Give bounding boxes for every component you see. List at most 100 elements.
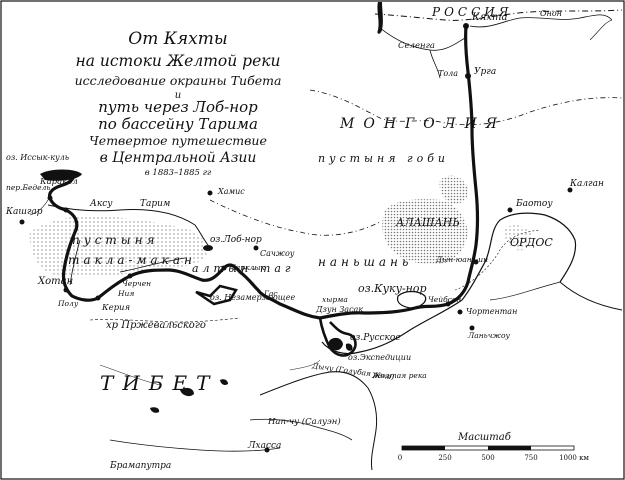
label-bedel: пер.Бедель	[6, 183, 50, 192]
title-line-8: в Центральной Азии	[100, 150, 257, 166]
label-selenga: Селенга	[398, 41, 435, 51]
label-kalgan: Калган	[569, 179, 604, 189]
label-lobnor: оз.Лоб-нор	[210, 234, 262, 245]
label-dyn-yuan-in: Дын-юань-ин	[435, 255, 488, 264]
label-onon: Онон	[540, 9, 562, 18]
river-yangtze	[259, 371, 378, 471]
city-keriya	[95, 295, 101, 301]
city-kalgan	[567, 187, 573, 193]
label-issykkul: оз. Иссык-куль	[6, 153, 69, 162]
label-nia: Ния	[117, 289, 134, 298]
alashan-desert	[382, 199, 468, 265]
label-russkoe: оз.Русское	[350, 333, 401, 343]
great-wall	[454, 229, 541, 291]
city-urga	[465, 73, 471, 79]
label-ekspedicii: оз.Экспедиции	[348, 353, 411, 362]
scale-bar: Масштаб 0 250 500 750 1000 км	[398, 432, 590, 462]
label-kukunor: оз.Куку-нор	[358, 282, 427, 295]
scale-title: Масштаб	[457, 432, 512, 443]
label-dzun-zasak: Дзун Засак	[315, 305, 363, 314]
city-chortentan	[457, 309, 463, 315]
title-years: в 1883–1885 гг	[145, 168, 212, 178]
city-kashgar	[19, 219, 25, 225]
label-nezamerz: оз. Незамерзающее	[210, 293, 296, 302]
label-taklamakan-2: такла-макан	[68, 253, 196, 267]
label-przhevalsky: хр Пржевальского	[106, 320, 206, 331]
label-khotan: Хотан	[37, 276, 73, 287]
river-ingoda	[589, 19, 613, 41]
lake-tibet-2	[220, 379, 228, 385]
title-line-4: и	[175, 90, 181, 101]
label-brahmaputra: Брамапутра	[109, 461, 171, 471]
lake-nezamerz	[195, 284, 238, 306]
title-line-6: по бассейну Тарима	[98, 115, 258, 133]
lake-baikal	[377, 2, 383, 34]
city-hami	[207, 190, 213, 196]
map-title: От Кяхты на истоки Желтой реки исследова…	[75, 29, 282, 178]
label-tarim: Тарим	[140, 199, 170, 209]
city-lhasa	[264, 447, 270, 453]
river-cherchen	[119, 257, 186, 273]
label-nanshan: наньшань	[318, 255, 412, 269]
lake-russkoe	[328, 337, 343, 351]
china-border	[209, 199, 381, 236]
lake-kukunor	[396, 290, 427, 309]
ordos-sand	[504, 225, 533, 251]
label-khyrma: хырма	[322, 295, 348, 304]
title-line-1: От Кяхты	[128, 29, 227, 49]
label-alashan: АЛАШАНЬ	[395, 216, 460, 229]
lake-tibet-3	[150, 407, 160, 413]
river-yellow-lower	[559, 281, 623, 311]
label-karakol: Каракол	[39, 177, 78, 187]
scale-segment-1	[402, 446, 445, 450]
russia-border	[374, 9, 623, 21]
label-lanzhou: Ланьчжоу	[467, 331, 510, 340]
alashan-desert-north	[439, 175, 469, 205]
label-chortentan: Чортентан	[466, 307, 517, 316]
ridge-tianshan	[29, 199, 49, 216]
label-gobi: пустыня гоби	[318, 152, 449, 165]
label-ordos: ОРДОС	[510, 236, 553, 249]
label-cherchen: Черчен	[122, 279, 151, 288]
city-charklyk	[221, 265, 227, 271]
river-khotan	[69, 239, 81, 286]
river-onon	[469, 14, 613, 28]
label-napchu: Нап-чу (Салуэн)	[267, 416, 341, 427]
label-urga: Урга	[474, 67, 496, 77]
label-hami: Хамис	[217, 187, 245, 196]
city-bedel	[47, 195, 53, 201]
label-mongolia: МОНГОЛИЯ	[339, 116, 506, 132]
title-line-5: путь через Лоб-нор	[98, 98, 258, 116]
label-yellow-river: Желтая река	[371, 371, 427, 380]
label-aksu: Аксу	[89, 199, 113, 209]
title-line-7: Четвертое путешествие	[89, 133, 267, 148]
expedition-route	[48, 25, 480, 320]
river-tibet-trib	[99, 364, 161, 386]
ridge-przhevalsky	[89, 317, 241, 323]
city-lanzhou	[469, 325, 475, 331]
city-khotan	[63, 287, 69, 293]
river-brahmaputra	[109, 439, 281, 452]
river-weihe	[489, 281, 561, 301]
city-chejbsen	[445, 301, 451, 307]
river-yellow	[321, 212, 577, 355]
scale-tick-0: 0	[398, 454, 402, 462]
label-charklyk: Чарклык	[230, 263, 265, 272]
city-karakol	[71, 173, 77, 179]
river-tarim	[47, 204, 209, 246]
label-chejbsen: Чейбсен	[428, 295, 461, 304]
mongolia-border	[309, 89, 623, 126]
label-lhasa: Лхасса	[247, 441, 281, 451]
label-tola: Тола	[438, 69, 458, 78]
city-cherchen	[127, 273, 133, 279]
lake-tibet-1	[180, 387, 194, 397]
city-dynyuanin	[473, 259, 479, 265]
title-line-3: исследование окраины Тибета	[75, 73, 282, 88]
route-tibet-loop	[318, 317, 357, 357]
city-kyakhta	[463, 23, 469, 29]
label-polu: Полу	[57, 299, 79, 308]
scale-tick-750: 750	[524, 454, 537, 462]
label-tibet: ТИБЕТ	[100, 371, 218, 395]
